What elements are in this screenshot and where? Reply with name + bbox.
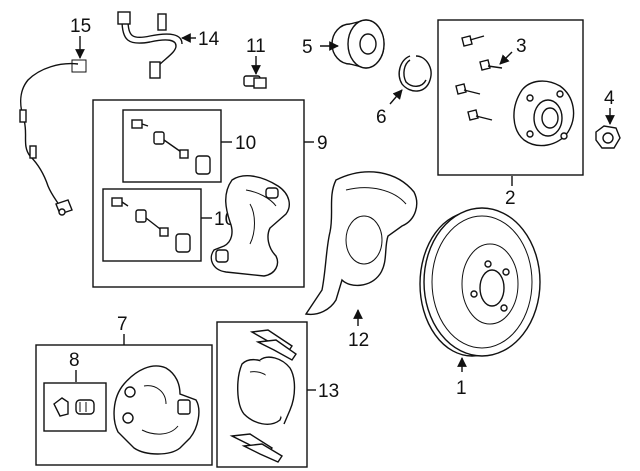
callout-10-upper: 10 [235,133,256,154]
callout-5: 5 [302,37,313,58]
caliper-boot-kit-part[interactable] [53,397,95,417]
brake-caliper-part[interactable] [113,365,200,455]
guide-pin-kit-upper-part[interactable] [131,119,211,175]
wheel-hub-part[interactable] [513,80,575,147]
caliper-bracket-part[interactable] [210,175,290,277]
brake-rotor-part[interactable] [419,207,541,357]
callout-12: 12 [348,330,369,351]
callout-1: 1 [456,378,467,399]
callout-8: 8 [69,350,80,371]
callout-14: 14 [198,29,220,50]
hub-studs[interactable] [455,35,503,121]
callout-13: 13 [318,381,339,402]
callout-9: 9 [317,133,328,154]
snap-ring-leader [389,89,403,105]
callout-15: 15 [70,16,91,37]
hub-bolt-leader [499,51,513,65]
callout-3: 3 [516,36,527,57]
caliper-support-box [92,99,305,288]
callout-6: 6 [376,107,387,128]
brake-pads-box [216,321,308,468]
wheel-bearing-part[interactable] [331,19,385,69]
guide-pin-kit-lower-part[interactable] [111,197,191,253]
abs-sensor-part[interactable] [19,59,87,216]
callout-4: 4 [604,88,615,109]
splash-shield-part[interactable] [304,171,418,316]
bolt-part[interactable] [243,75,267,89]
callout-2: 2 [505,188,516,209]
caliper-boot-kit-box [43,382,107,432]
brake-pads-part[interactable] [229,329,297,463]
guide-pin-kit-lower-box [102,188,202,262]
brake-hose-part[interactable] [117,11,183,79]
callout-7: 7 [117,314,128,335]
hub-nut-part[interactable] [595,125,621,149]
callout-11: 11 [246,36,266,57]
guide-pin-kit-upper-box [122,109,222,183]
hub-assembly-box [437,19,584,176]
snap-ring-part[interactable] [398,55,432,92]
